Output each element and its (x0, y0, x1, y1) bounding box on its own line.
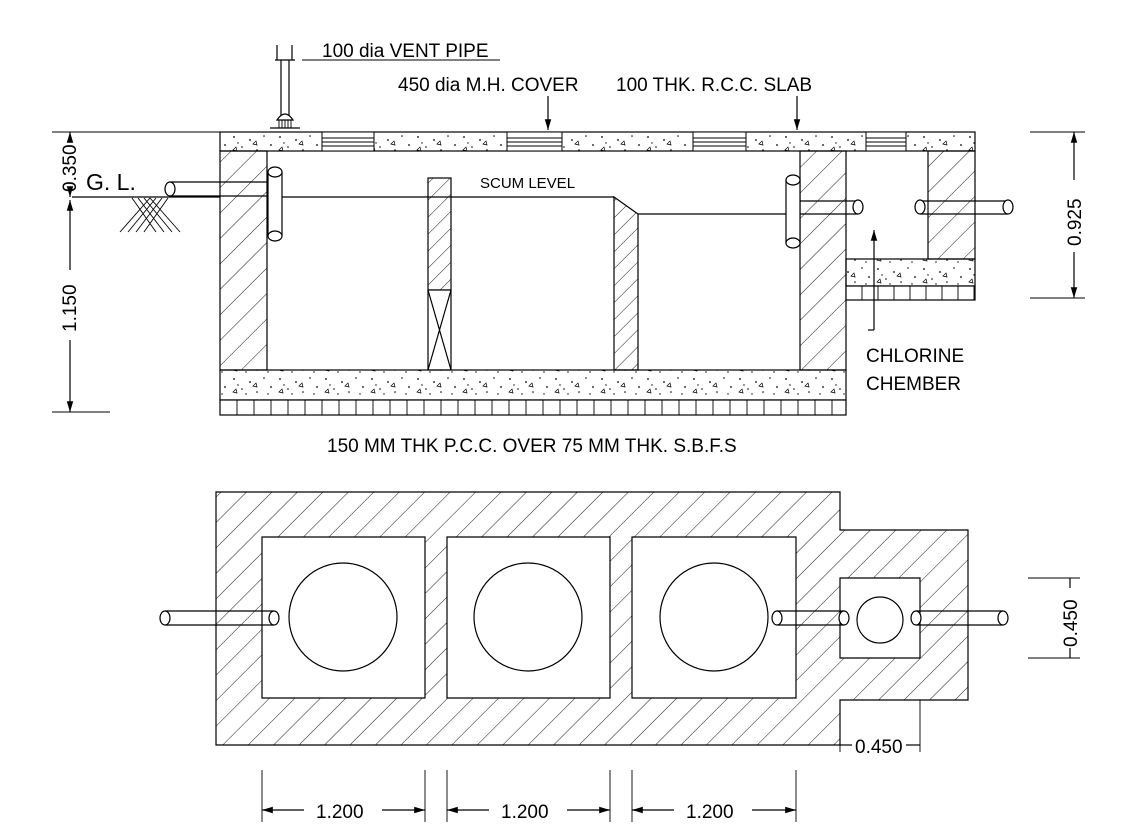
scum-level-label: SCUM LEVEL (480, 175, 575, 192)
partition-wall-1 (427, 177, 452, 371)
mh-cover-strips (321, 131, 907, 152)
chlorine-height-dimension: 0.925 (1030, 131, 1086, 299)
section-view: 100 dia VENT PIPE 450 dia M.H. COVER 100… (52, 41, 1086, 457)
dim-chamber-height-label: 0.925 (1065, 198, 1086, 246)
chlorine-label-line1: CHLORINE (866, 346, 964, 367)
partition-wall-2 (613, 195, 639, 371)
vent-pipe (270, 45, 300, 129)
slab-label: 100 THK. R.C.C. SLAB (616, 75, 812, 96)
vent-pipe-label: 100 dia VENT PIPE (322, 41, 489, 62)
base-note: 150 MM THK P.C.C. OVER 75 MM THK. S.B.F.… (327, 436, 737, 457)
dim-chamber-2: 1.200 (501, 802, 549, 823)
rcc-slab (219, 131, 976, 152)
dim-depth-label: 1.150 (60, 284, 81, 332)
chlorine-outer-wall (927, 150, 976, 260)
inlet-pipe (164, 166, 283, 242)
chlorine-depth-dimension: 0.450 (1028, 577, 1082, 659)
dim-chamber-3: 1.200 (686, 802, 734, 823)
manhole-2 (473, 562, 583, 672)
right-wall (799, 150, 847, 371)
sbfs-layer (219, 399, 847, 416)
ground-symbol (72, 196, 220, 233)
plan-view: 1.200 1.200 1.200 0.450 0.450 (159, 491, 1082, 823)
ground-level-label: G. L. (86, 169, 136, 195)
plan-outlet-pipe (771, 610, 850, 626)
dim-chlorine-depth: 0.450 (1061, 599, 1082, 647)
chlorine-width-dimension: 0.450 (839, 700, 921, 758)
chlorine-outlet-pipe (914, 199, 1014, 215)
chamber-width-dimensions: 1.200 1.200 1.200 (261, 770, 797, 823)
manhole-chlorine (856, 596, 904, 644)
outlet-pipe (785, 174, 864, 249)
manhole-3 (659, 562, 769, 672)
depth-dimension: 0.350 1.150 (52, 131, 220, 413)
chlorine-label-line2: CHEMBER (866, 374, 961, 395)
pcc-base (219, 369, 847, 401)
plan-walls (215, 491, 969, 746)
plan-inlet-pipe (159, 610, 280, 626)
left-wall (219, 150, 268, 371)
plan-chlorine-outlet-pipe (910, 610, 1009, 626)
dim-chamber-1: 1.200 (316, 802, 364, 823)
dim-chlorine-width: 0.450 (855, 737, 903, 758)
manhole-1 (288, 562, 398, 672)
chlorine-floor (845, 258, 976, 287)
mh-cover-label: 450 dia M.H. COVER (398, 75, 579, 96)
dim-top-label: 0.350 (60, 144, 81, 192)
chlorine-floor-sbfs (845, 285, 976, 301)
